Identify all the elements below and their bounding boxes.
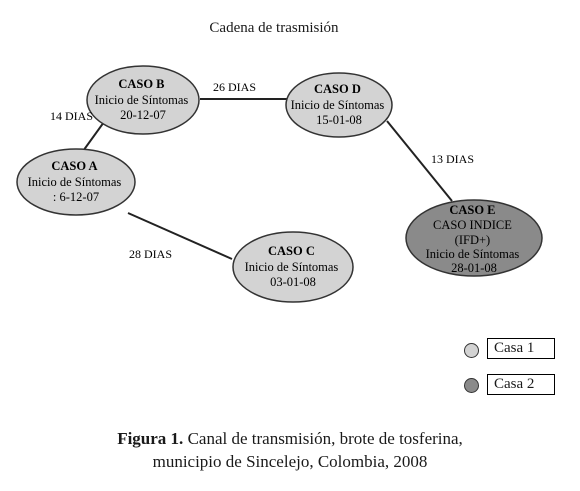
node-caso-c [232,231,354,303]
node-caso-e [405,199,543,277]
node-caso-a [16,148,136,216]
figure-caption: Figura 1. Canal de transmisión, brote de… [0,427,580,473]
node-caso-d [285,72,393,138]
edge-label-d-e: 13 DIAS [431,152,474,166]
node-e-label: CASO E CASO INDICE (IFD+) Inicio de Sínt… [426,203,523,275]
node-d-label: CASO D Inicio de Síntomas 15-01-08 [291,82,388,127]
diagram-title: Cadena de trasmisión [209,20,339,36]
legend-swatch-casa-1 [464,343,479,358]
node-caso-b [86,65,200,135]
legend-label-casa-1: Casa 1 [487,338,555,359]
node-a-label: CASO A Inicio de Síntomas : 6-12-07 [28,159,125,204]
legend-label-casa-2: Casa 2 [487,374,555,395]
edge-label-a-b: 14 DIAS [50,109,93,123]
caption-text-1: Canal de transmisión, brote de tosferina… [183,429,463,448]
node-c-label: CASO C Inicio de Síntomas 03-01-08 [245,244,342,289]
edge-a-c [127,212,233,260]
caption-figure-number: Figura 1. [117,429,184,448]
node-b-label: CASO B Inicio de Síntomas 20-12-07 [95,77,192,122]
caption-line-2: municipio de Sincelejo, Colombia, 2008 [152,452,428,471]
edge-label-b-d: 26 DIAS [213,80,256,94]
edge-label-a-c: 28 DIAS [129,247,172,261]
edge-d-e [386,120,453,202]
legend-swatch-casa-2 [464,378,479,393]
caption-line-1: Figura 1. Canal de transmisión, brote de… [0,427,580,450]
